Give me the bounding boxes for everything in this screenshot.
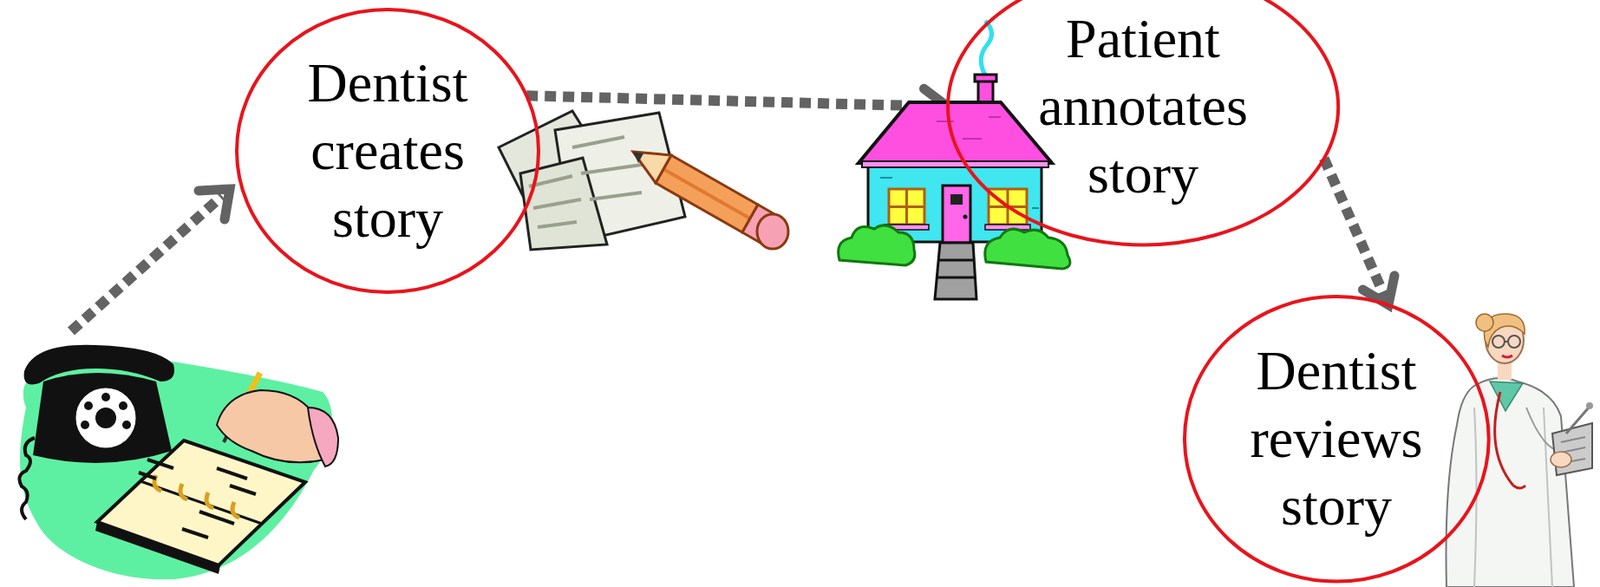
house-clipart-part bbox=[858, 102, 1052, 164]
papers-pencil-clipart-part bbox=[528, 137, 642, 228]
dentist-figure-clipart-part bbox=[1508, 335, 1521, 348]
house-clipart-part bbox=[862, 161, 1049, 168]
phone-notebook-clipart-part bbox=[84, 401, 93, 411]
papers-pencil-clipart-part bbox=[663, 169, 751, 219]
dentist-figure-clipart-part bbox=[1586, 402, 1594, 410]
dentist-figure-clipart-part bbox=[1550, 451, 1572, 468]
dentist-figure-clipart bbox=[1446, 313, 1594, 587]
phone-notebook-clipart-part bbox=[71, 195, 223, 332]
phone-notebook-clipart-part bbox=[32, 372, 172, 464]
house-clipart-part bbox=[838, 225, 915, 266]
phone-notebook-clipart-part bbox=[19, 353, 333, 581]
phone-notebook-clipart-part bbox=[216, 390, 326, 463]
dotted-line bbox=[1324, 158, 1386, 300]
phone-notebook-clipart-part bbox=[74, 386, 138, 450]
house-clipart-part bbox=[950, 194, 963, 205]
dentist-figure-clipart-part bbox=[1495, 391, 1526, 489]
papers-pencil-clipart-part bbox=[655, 155, 758, 233]
papers-pencil-clipart-part bbox=[757, 214, 789, 249]
bubble-ellipse bbox=[236, 9, 539, 293]
bubble-text: Dentist creates story bbox=[307, 49, 469, 253]
story-bubble: Dentist reviews story bbox=[1182, 294, 1491, 584]
phone-notebook-clipart-part bbox=[101, 392, 111, 402]
house-clipart-part bbox=[888, 189, 925, 225]
dentist-figure-clipart-part bbox=[1504, 340, 1509, 343]
bubble-text: Dentist reviews story bbox=[1249, 337, 1423, 541]
house-clipart-part bbox=[985, 228, 1071, 269]
dentist-figure-clipart-part bbox=[1446, 378, 1575, 587]
dentist-figure-clipart-part bbox=[1489, 381, 1523, 412]
phone-notebook-clipart-part bbox=[19, 437, 35, 520]
dotted-line bbox=[526, 95, 941, 106]
story-bubble: Dentist creates story bbox=[235, 7, 541, 294]
house-clipart-part bbox=[974, 74, 997, 82]
phone-notebook-clipart-part bbox=[118, 401, 128, 411]
flow-arrow bbox=[526, 88, 948, 124]
phone-notebook-clipart-part bbox=[198, 189, 230, 220]
house-clipart-part bbox=[963, 215, 968, 220]
dentist-figure-clipart-part bbox=[1492, 335, 1505, 348]
house-clipart bbox=[838, 20, 1071, 300]
flow-arrow bbox=[1324, 158, 1395, 306]
bubble-text: Patient annotates story bbox=[1038, 5, 1248, 209]
phone-notebook-clipart-part bbox=[24, 345, 175, 386]
dentist-figure-clipart-part bbox=[1475, 313, 1494, 332]
phone-notebook-clipart-part bbox=[138, 459, 256, 538]
bubble-ellipse bbox=[947, 0, 1339, 245]
dentist-figure-clipart-part bbox=[1502, 355, 1513, 358]
bubble-ellipse bbox=[1184, 296, 1489, 582]
phone-notebook-clipart-part bbox=[307, 407, 339, 467]
phone-notebook-clipart bbox=[19, 189, 339, 580]
papers-pencil-clipart-part bbox=[633, 151, 644, 164]
story-bubble: Patient annotates story bbox=[946, 0, 1340, 247]
phone-notebook-clipart-part bbox=[95, 407, 117, 429]
house-clipart-part bbox=[936, 117, 1001, 139]
house-clipart-part bbox=[934, 242, 977, 300]
phone-notebook-clipart-part bbox=[80, 420, 90, 430]
house-clipart-part bbox=[888, 189, 925, 225]
house-clipart-part bbox=[937, 260, 976, 278]
phone-notebook-clipart-part bbox=[154, 475, 240, 518]
papers-pencil-clipart bbox=[498, 111, 789, 250]
dentist-figure-clipart-part bbox=[1566, 407, 1589, 434]
phone-notebook-clipart-part bbox=[122, 420, 131, 430]
house-clipart-part bbox=[942, 185, 971, 243]
papers-pencil-clipart-part bbox=[633, 151, 672, 183]
